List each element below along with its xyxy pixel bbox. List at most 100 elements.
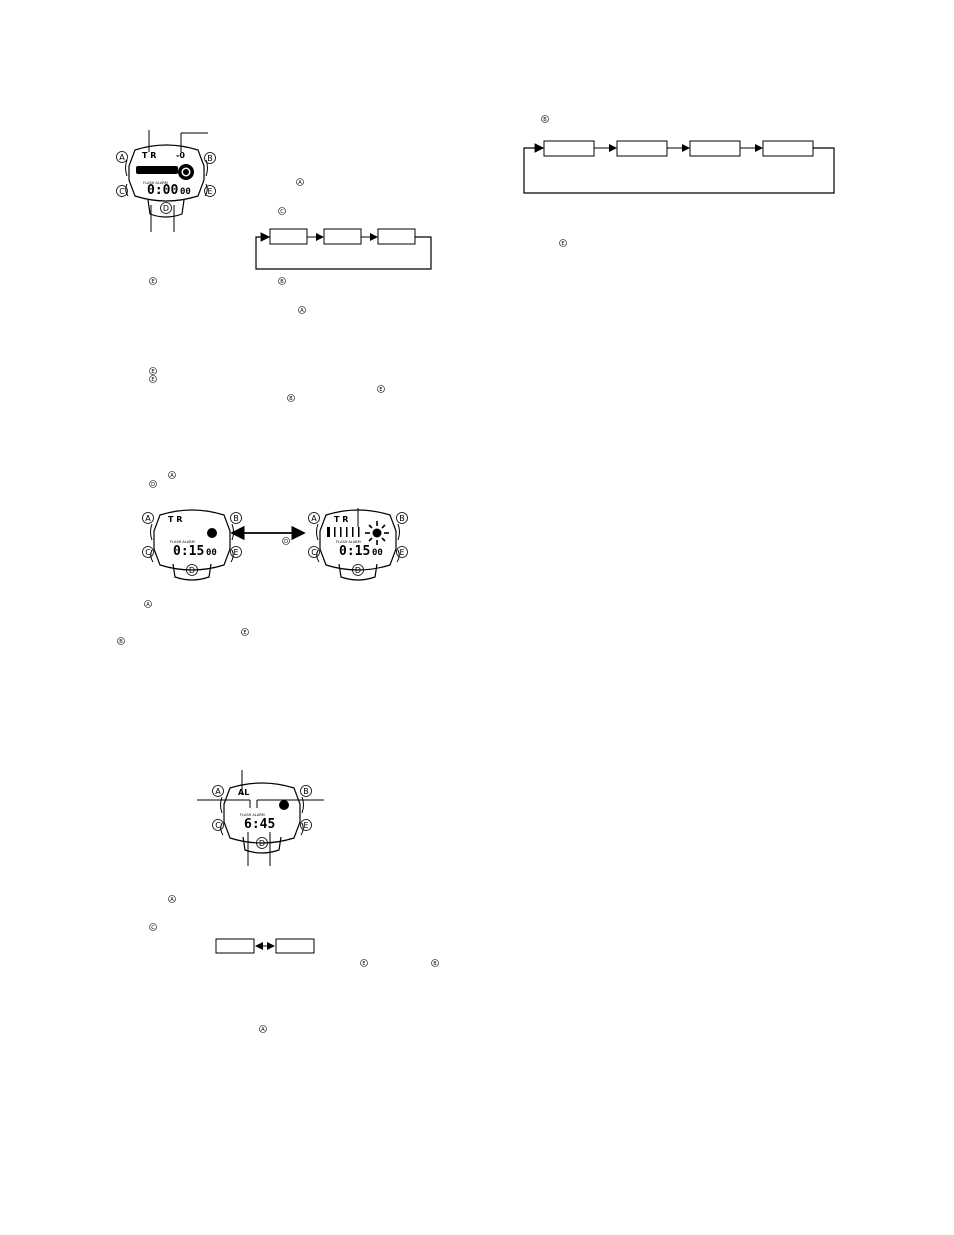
toggle-arrow: D	[230, 525, 306, 545]
ref-e-6: E	[360, 959, 368, 967]
svg-text:B: B	[399, 514, 405, 523]
svg-text:E: E	[151, 377, 154, 383]
flow-loop-4-boxes	[523, 140, 835, 194]
svg-text:D: D	[163, 204, 169, 213]
watch3-tiny-text: FLASH ALARM	[336, 540, 361, 544]
svg-text:E: E	[233, 548, 238, 557]
svg-text:E: E	[561, 241, 564, 247]
ref-e-5: E	[241, 628, 249, 636]
watch1-indicator: -0	[176, 151, 185, 160]
ref-c-2: C	[149, 923, 157, 931]
watch1-button-b: B	[204, 152, 216, 164]
watch1-button-a: A	[116, 151, 128, 163]
watch3-button-e: E	[396, 546, 408, 558]
svg-text:C: C	[215, 821, 221, 830]
toggle-box-2	[275, 938, 315, 954]
watch4-button-d: D	[256, 837, 268, 849]
ref-b-4: B	[431, 959, 439, 967]
watch1-time-main: 0:00	[147, 183, 178, 198]
flow-toggle-2-boxes	[215, 938, 315, 954]
watch1-tiny-text: FLASH ALARM	[143, 181, 168, 185]
ref-b-5: B	[541, 115, 549, 123]
watch2-dot-indicator	[207, 528, 217, 538]
watch1-button-d: D	[160, 202, 172, 214]
watch4-mode: AL	[238, 788, 249, 797]
svg-text:C: C	[151, 925, 155, 931]
watch2-time-sub: 00	[206, 548, 217, 558]
svg-text:D: D	[284, 539, 288, 545]
watch1-mode: T R	[142, 151, 156, 160]
svg-text:D: D	[189, 566, 195, 575]
ref-b-1: B	[278, 277, 286, 285]
svg-text:A: A	[261, 1027, 265, 1033]
ref-b-2: B	[287, 394, 295, 402]
watch-diagram-1: T R -0 FLASH ALARM 0:00 00 A C B E D	[116, 130, 216, 232]
watch1-button-e: E	[204, 185, 216, 197]
svg-text:A: A	[300, 308, 304, 314]
watch1-bar-display	[136, 166, 178, 174]
svg-text:B: B	[280, 279, 284, 285]
toggle-box-1	[215, 938, 255, 954]
flow-box-r4	[762, 140, 814, 157]
flow-box-1	[269, 228, 308, 245]
svg-text:A: A	[298, 180, 302, 186]
watch4-button-b: B	[300, 785, 312, 797]
watch-diagram-4: AL FLASH ALARM 6:45 A C B E D	[197, 770, 324, 866]
ref-a-3: A	[168, 471, 176, 479]
ref-e-4: E	[377, 385, 385, 393]
ref-e-1: E	[149, 277, 157, 285]
svg-text:E: E	[399, 548, 404, 557]
ref-a-2: A	[298, 306, 306, 314]
watch4-dot-indicator	[279, 800, 289, 810]
watch1-time-sub: 00	[180, 187, 191, 197]
svg-text:B: B	[233, 514, 239, 523]
watch1-button-c: C	[116, 185, 128, 197]
watch3-button-c: C	[308, 546, 320, 558]
watch2-button-e: E	[230, 546, 242, 558]
watch3-button-d: D	[352, 564, 364, 576]
watch2-time-main: 0:15	[173, 544, 204, 559]
svg-text:D: D	[355, 566, 361, 575]
svg-text:B: B	[119, 639, 123, 645]
watch-diagram-3: T R FLASH ALARM 0:15 00	[308, 508, 408, 581]
watch3-button-b: B	[396, 512, 408, 524]
watch2-tiny-text: FLASH ALARM	[170, 540, 195, 544]
ref-a-1: A	[296, 178, 304, 186]
ref-c-1: C	[278, 207, 286, 215]
watch3-mode: T R	[334, 515, 348, 524]
watch2-button-a: A	[142, 512, 154, 524]
svg-text:E: E	[303, 821, 308, 830]
svg-text:A: A	[215, 787, 221, 796]
watch-diagram-2: T R FLASH ALARM 0:15 00 A C B E D	[142, 509, 242, 581]
flow-box-3	[377, 228, 416, 245]
svg-text:B: B	[433, 961, 437, 967]
svg-text:B: B	[207, 154, 213, 163]
svg-text:A: A	[119, 153, 125, 162]
svg-text:B: B	[289, 396, 293, 402]
svg-text:A: A	[146, 602, 150, 608]
ref-d-1: D	[149, 480, 157, 488]
flow-box-r2	[616, 140, 668, 157]
watch4-tiny-text: FLASH ALARM	[240, 813, 265, 817]
svg-text:B: B	[543, 117, 547, 123]
svg-text:E: E	[379, 387, 382, 393]
button-reference-marks: A C E B A E E E B A D A E B A C E B A B …	[117, 115, 567, 1033]
flow-box-r3	[689, 140, 741, 157]
flow-loop-3-boxes	[255, 228, 432, 270]
watch3-segment-bar	[327, 527, 360, 537]
watch3-time-main: 0:15	[339, 544, 370, 559]
watch4-button-a: A	[212, 785, 224, 797]
svg-text:C: C	[280, 209, 284, 215]
ref-e-2: E	[149, 367, 157, 375]
svg-text:E: E	[151, 279, 154, 285]
toggle-arrow-button-d: D	[282, 537, 290, 545]
flow-box-r1	[543, 140, 595, 157]
svg-text:B: B	[303, 787, 309, 796]
watch4-time-main: 6:45	[244, 817, 275, 832]
svg-text:A: A	[145, 514, 151, 523]
svg-text:A: A	[170, 897, 174, 903]
watch3-flash-icon	[365, 521, 389, 545]
svg-text:A: A	[170, 473, 174, 479]
watch2-button-d: D	[186, 564, 198, 576]
